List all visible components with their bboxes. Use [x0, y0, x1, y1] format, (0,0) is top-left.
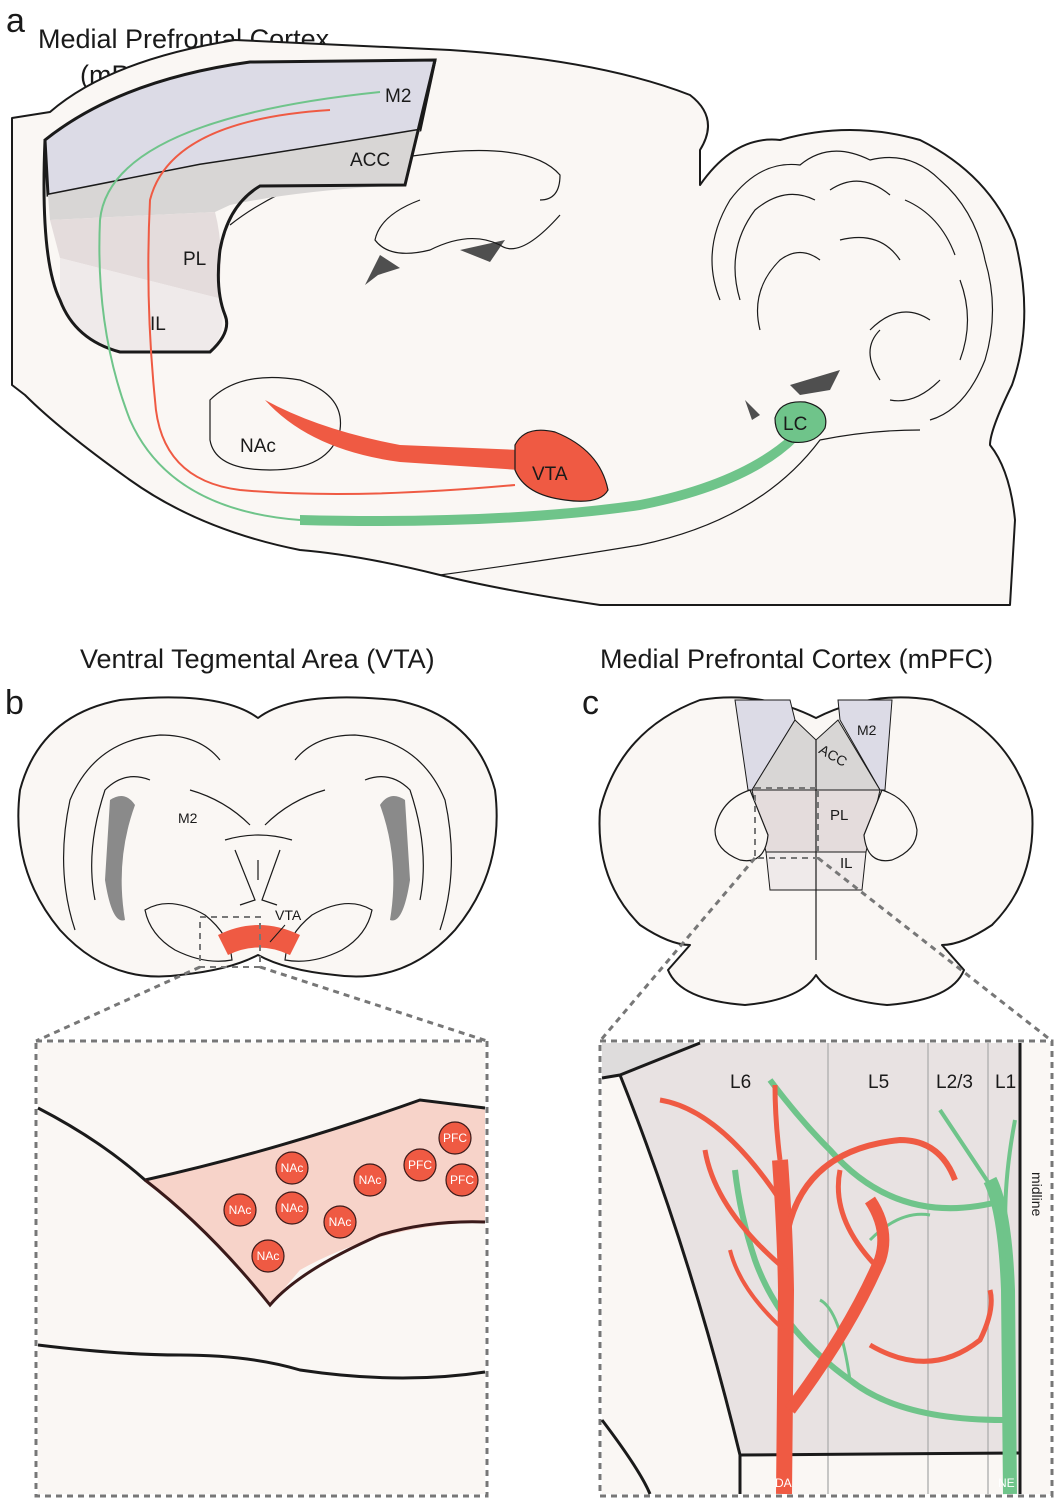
panel-b: b Ventral Tegmental Area (VTA) M2 VTA NA… [5, 644, 498, 1498]
label-il: IL [150, 314, 166, 335]
coronal-inner-structures [62, 734, 453, 931]
vta-cell-label: NAc [281, 1161, 304, 1175]
da-fibers [659, 1084, 994, 1495]
label-b-vta: VTA [275, 907, 302, 923]
c-label-il: IL [840, 855, 853, 872]
mpfc-zoom-connector [598, 856, 1053, 1043]
vta-cell-label: PFC [450, 1173, 474, 1187]
region-pl [50, 212, 221, 298]
layer-label-l1: L1 [995, 1072, 1016, 1093]
vta-zoom-frame [34, 1039, 489, 1498]
vta-zoom-connector [35, 965, 488, 1043]
layer-label-l23: L2/3 [936, 1072, 973, 1093]
vta-cell-nac [223, 1193, 257, 1227]
c-white-matter-right [863, 789, 918, 862]
vta-cell-label: NAc [329, 1215, 352, 1229]
vta-cell-nac [275, 1151, 309, 1185]
label-vta: VTA [532, 464, 568, 485]
vta-zoom-boundary-bottom [144, 1178, 486, 1308]
vta-cells: NAc NAc NAc NAc NAc NAc PFC PFC PFC [223, 1121, 479, 1273]
ne-projection-lc [300, 435, 798, 526]
c-label-m2: M2 [857, 722, 877, 738]
vta-cell-label: PFC [408, 1158, 432, 1172]
label-m2: M2 [385, 86, 411, 107]
label-lc: LC [783, 414, 807, 435]
vta-zoom-peduncle-edge [37, 1343, 486, 1380]
ne-fibers [732, 1078, 1017, 1495]
label-nac: NAc [240, 436, 276, 457]
ventricle-1 [365, 255, 400, 285]
vta-cell-nac [323, 1205, 357, 1239]
region-nac [209, 376, 342, 471]
mpfc-zoom-marker [754, 787, 819, 859]
vta-cell-label: NAc [359, 1173, 382, 1187]
panel-c-letter: c [582, 684, 599, 722]
vta-cell-nac [251, 1239, 285, 1273]
vta-cell-nac [353, 1163, 387, 1197]
region-acc [48, 130, 420, 220]
vta-cell-nac [275, 1191, 309, 1225]
cerebellum-folds [711, 150, 994, 421]
brainstem-outline [439, 429, 921, 576]
vta-zoom-region [145, 1100, 485, 1305]
ventricle-2 [460, 240, 505, 262]
fiber-label-da: DA [775, 1476, 792, 1490]
panel-b-letter: b [5, 684, 24, 722]
coronal-ventricle-left [105, 796, 135, 921]
label-acc: ACC [350, 150, 390, 171]
fiber-label-ne: NE [998, 1476, 1015, 1490]
midline-label: midline [1029, 1172, 1045, 1217]
vta-cell-pfc [438, 1121, 472, 1155]
panel-a-letter: a [6, 2, 25, 40]
mpfc-outline [42, 59, 437, 354]
c-label-pl: PL [830, 807, 848, 824]
panel-a: a Medial Prefrontal Cortex (mPFC) M2 ACC… [6, 2, 1026, 606]
vta-cell-pfc [403, 1148, 437, 1182]
label-b-vta-leader [269, 924, 286, 943]
mpfc-zoom-white-matter-edge [601, 1041, 742, 1494]
layer-label-l5: L5 [868, 1072, 889, 1093]
vta-cell-label: PFC [443, 1131, 467, 1145]
da-projection-nac [265, 400, 520, 470]
vta-cell-label: NAc [281, 1201, 304, 1215]
vta-cell-pfc [445, 1163, 479, 1197]
coronal-section-vta [17, 696, 498, 978]
mpfc-zoom-frame [598, 1039, 1054, 1498]
cerebral-peduncle-left [144, 902, 233, 962]
region-vta [514, 429, 609, 502]
vta-cell-label: NAc [257, 1249, 280, 1263]
panel-b-title: Ventral Tegmental Area (VTA) [80, 644, 435, 674]
cerebral-peduncle-right [284, 902, 373, 962]
ventricle-3 [790, 370, 840, 395]
vta-zoom-boundary-top [37, 1098, 486, 1182]
panel-c-title: Medial Prefrontal Cortex (mPFC) [600, 644, 993, 674]
ventricle-4 [745, 400, 760, 420]
da-projection-mpfc [147, 109, 516, 495]
mpfc-zoom-outer-corner [600, 1419, 652, 1495]
layer-label-l6: L6 [730, 1072, 751, 1093]
coronal-ventricle-right [380, 796, 410, 921]
region-lc [774, 401, 827, 444]
panel-c: c Medial Prefrontal Cortex (mPFC) M2 ACC… [582, 644, 1054, 1498]
ne-projection-mpfc [98, 91, 381, 521]
label-pl: PL [183, 249, 206, 270]
label-b-m2: M2 [178, 810, 198, 826]
vta-cell-label: NAc [229, 1203, 252, 1217]
